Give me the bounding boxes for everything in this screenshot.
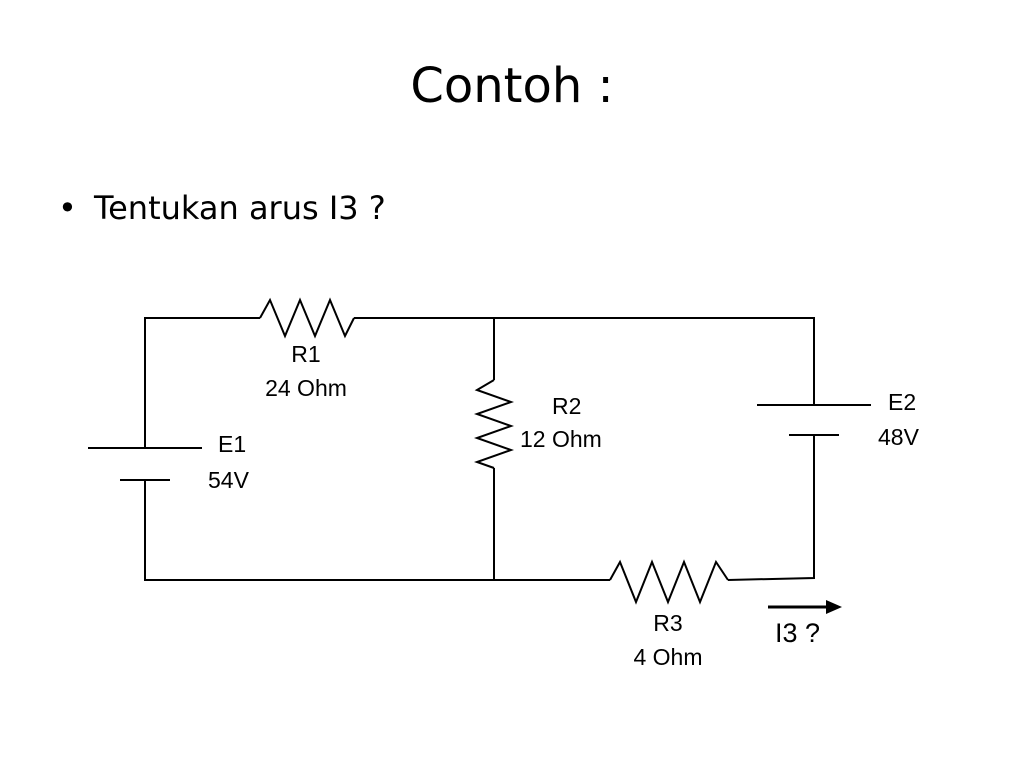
e2-value-label: 48V: [878, 424, 920, 450]
slide-title: Contoh :: [410, 58, 614, 114]
battery-e2: [757, 404, 871, 436]
resistor-r1: [259, 297, 355, 339]
r3-name-label: R3: [653, 610, 682, 636]
r2-value-label: 12 Ohm: [520, 426, 602, 452]
wire-top-left: [144, 317, 260, 448]
e1-value-label: 54V: [208, 467, 250, 493]
resistor-r3: [609, 559, 729, 605]
bullet-text: Tentukan arus I3 ?: [94, 189, 386, 227]
e1-name-label: E1: [218, 431, 246, 457]
wire-bottom-right: [727, 435, 815, 581]
r1-name-label: R1: [291, 341, 320, 367]
bullet-icon: •: [58, 189, 77, 227]
e2-name-label: E2: [888, 389, 916, 415]
circuit-wires: [144, 317, 815, 581]
r3-value-label: 4 Ohm: [633, 644, 702, 670]
wire-bottom-left: [144, 480, 610, 581]
bullet-item: • Tentukan arus I3 ?: [58, 192, 386, 224]
resistor-r2: [473, 379, 515, 469]
current-i3-label: I3 ?: [775, 618, 820, 648]
current-arrow-icon: [768, 600, 842, 614]
r2-name-label: R2: [552, 393, 581, 419]
battery-e1: [88, 447, 202, 481]
r1-value-label: 24 Ohm: [265, 375, 347, 401]
wire-top-right: [354, 317, 815, 405]
current-arrow-head: [826, 600, 842, 614]
